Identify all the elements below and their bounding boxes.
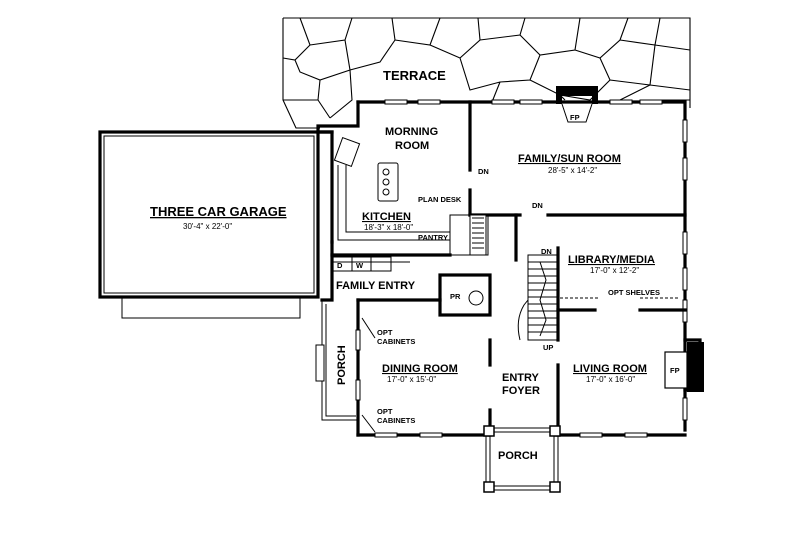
morning-room-label-line2: ROOM (395, 140, 429, 152)
opt-cabinets-bottom-line1: OPT (377, 407, 393, 416)
family-entry-label: FAMILY ENTRY (336, 280, 416, 292)
windows (355, 99, 688, 438)
opt-shelves-label: OPT SHELVES (608, 288, 660, 297)
fp-living-label: FP (670, 366, 680, 375)
front-porch (483, 425, 561, 493)
dn-stair-label: DN (541, 247, 552, 256)
powder-room-label: PR (450, 292, 461, 301)
garage-dims: 30'-4" x 22'-0" (183, 222, 232, 231)
pantry-label: PANTRY (418, 233, 448, 242)
morning-room-label-line1: MORNING (385, 126, 438, 138)
opt-cabinets-bottom-line2: CABINETS (377, 416, 415, 425)
garage (98, 130, 334, 319)
family-sun-room-dims: 28'-5" x 14'-2" (548, 166, 597, 175)
fp-top-label: FP (570, 113, 580, 122)
family-sun-room-label: FAMILY/SUN ROOM (518, 153, 621, 165)
dn-hall-label: DN (532, 201, 543, 210)
living-room-dims: 17'-0" x 16'-0" (586, 375, 635, 384)
living-room-label: LIVING ROOM (573, 363, 647, 375)
side-porch (315, 300, 358, 421)
entry-foyer-label-line2: FOYER (502, 385, 540, 397)
kitchen-fixtures (333, 137, 450, 241)
up-stair-label: UP (543, 343, 553, 352)
staircase (517, 254, 559, 341)
laundry (332, 256, 392, 272)
opt-cabinets-top-line2: CABINETS (377, 337, 415, 346)
terrace-paving (282, 17, 691, 129)
fireplace-living (664, 342, 704, 392)
terrace-label: TERRACE (383, 68, 446, 83)
garage-label: THREE CAR GARAGE (150, 204, 287, 219)
dn-family-label: DN (478, 167, 489, 176)
library-media-label: LIBRARY/MEDIA (568, 254, 655, 266)
washer-label: W (356, 261, 364, 270)
front-porch-label: PORCH (498, 450, 538, 462)
kitchen-label: KITCHEN (362, 211, 411, 223)
entry-foyer-label-line1: ENTRY (502, 372, 540, 384)
library-media-dims: 17'-0" x 12'-2" (590, 266, 639, 275)
dining-room-dims: 17'-0" x 15'-0" (387, 375, 436, 384)
dining-room-label: DINING ROOM (382, 363, 458, 375)
kitchen-dims: 18'-3" x 18'-0" (364, 223, 413, 232)
fireplace-top (556, 86, 598, 123)
side-porch-label: PORCH (336, 345, 348, 385)
opt-cabinets-top-line1: OPT (377, 328, 393, 337)
plan-desk-label: PLAN DESK (418, 195, 462, 204)
dryer-label: D (337, 261, 343, 270)
